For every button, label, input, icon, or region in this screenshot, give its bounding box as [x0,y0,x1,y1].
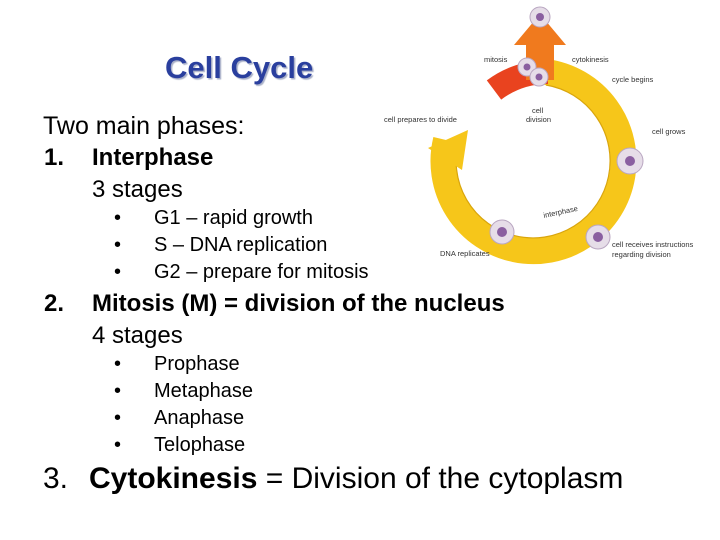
bullet-dot: • [114,434,122,456]
bullet-dot: • [114,380,122,402]
cell-cycle-diagram: mitosis cytokinesis cycle begins cell di… [384,6,694,265]
label-cytokinesis: cytokinesis [572,55,609,64]
section-3-text: = Division of the cytoplasm [257,462,624,495]
label-cell-division-2: division [526,115,551,124]
bullet-dot: • [114,207,122,229]
cell-top [529,6,551,28]
bullet-text: G2 – prepare for mitosis [154,261,369,283]
section-1-stage-count: 3 stages [92,176,183,203]
label-cell-division-1: cell [532,106,544,115]
cycle-ring-inner-edge [455,84,611,239]
bullet-text: G1 – rapid growth [154,207,313,229]
bullet-text: S – DNA replication [154,234,328,256]
intro-text: Two main phases: [43,112,245,140]
section-2-stage-count: 4 stages [92,322,183,349]
label-cell-grows: cell grows [652,127,686,136]
cycle-ring [430,59,637,265]
label-instructions-1: cell receives instructions [612,240,694,249]
slide-title: Cell Cycle [165,50,314,85]
cycle-arrowhead [428,130,468,170]
section-1-title: Interphase [92,144,214,171]
section-1-heading: 1. Interphase [44,144,213,172]
bullet-dot: • [114,407,122,429]
section-3-number: 3. [43,462,69,495]
label-cycle-begins: cycle begins [612,75,654,84]
section-3-line: 3. Cytokinesis = Division of the cytoplas… [43,462,623,496]
section-1-number: 1. [44,144,65,171]
cell-dna [489,219,515,245]
label-interphase: interphase [543,204,579,220]
section-3-keyword: Cytokinesis [89,462,258,495]
section-2-number: 2. [44,290,65,317]
label-mitosis: mitosis [484,55,508,64]
cell-growing [616,147,644,175]
bullet-dot: • [114,234,122,256]
label-cell-prepares: cell prepares to divide [384,115,457,124]
bullet-text: Telophase [154,434,246,456]
cell-instructions [585,224,611,250]
cell-dividing-2 [529,67,549,87]
bullet-dot: • [114,353,122,375]
bullet-text: Anaphase [154,407,245,429]
bullet-dot: • [114,261,122,283]
section-2-heading: 2. Mitosis (M) = division of the nucleus [44,290,505,318]
section-2-title: Mitosis (M) = division of the nucleus [92,290,505,317]
label-dna-replicates: DNA replicates [440,249,490,258]
label-instructions-2: regarding division [612,250,671,259]
bullet-text: Metaphase [154,380,253,402]
bullet-text: Prophase [154,353,240,375]
